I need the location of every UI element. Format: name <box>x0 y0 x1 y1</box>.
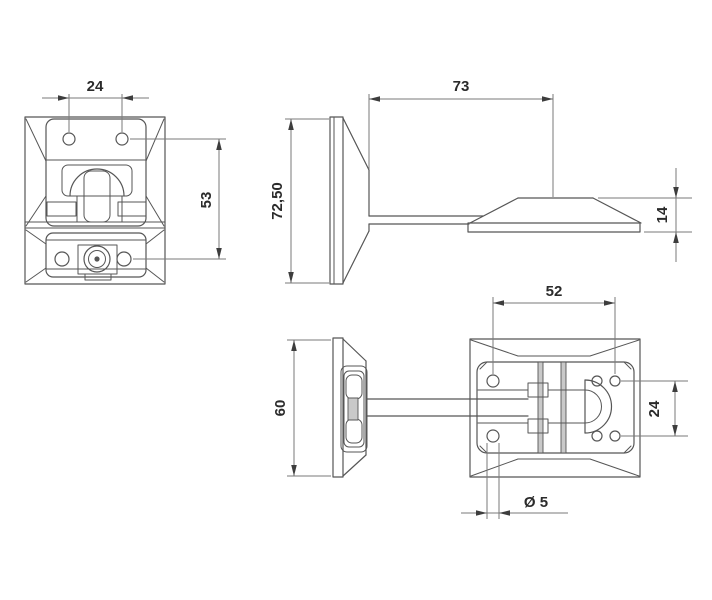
dimension-front-hole-height: 53 <box>130 138 226 260</box>
rail-left <box>537 361 544 454</box>
top-arm <box>366 398 529 417</box>
top-hole-left-lower <box>486 429 500 443</box>
dim-label-diameter-5: Ø 5 <box>524 494 548 511</box>
arrow-down <box>291 465 297 476</box>
top-keeper-body <box>469 338 641 478</box>
arrow-right <box>604 300 615 306</box>
dim-label-60: 60 <box>272 400 289 417</box>
arrow-down <box>288 272 294 283</box>
front-keeper-body <box>25 229 165 283</box>
front-plate-face <box>45 118 147 227</box>
dimension-top-hole-diameter: Ø 5 <box>461 443 568 519</box>
arrow-up <box>673 232 679 243</box>
side-backplate <box>329 116 344 285</box>
dim-label-53: 53 <box>198 192 215 209</box>
dim-label-73: 73 <box>453 78 470 95</box>
dimension-top-plate-depth: 60 <box>272 339 331 477</box>
side-arm <box>368 215 484 225</box>
front-latch-mechanism <box>46 164 147 223</box>
keeper-baseplate <box>467 222 641 233</box>
top-hole-right-lower-outer <box>609 430 621 442</box>
dimension-top-hole-spacing: 52 <box>492 283 616 374</box>
top-hole-right-upper-inner <box>591 375 603 387</box>
arrow-up <box>291 340 297 351</box>
side-view: 73 72,50 14 <box>269 78 692 285</box>
front-outer-outline <box>24 116 166 285</box>
dimension-side-keeper-height: 14 <box>598 168 692 262</box>
arrow-left <box>493 300 504 306</box>
striker-mechanism <box>477 379 613 434</box>
arrow-left <box>499 510 510 516</box>
knob-outer <box>83 245 111 273</box>
top-keeper-face <box>476 361 635 454</box>
front-chamfer-lines <box>25 118 165 227</box>
dim-label-72-50: 72,50 <box>269 182 286 220</box>
latch-bar <box>347 397 359 421</box>
front-screw-hole-right <box>115 132 129 146</box>
top-hole-right-lower-inner <box>591 430 603 442</box>
top-keeper-outline <box>469 338 641 478</box>
knob-inner <box>88 250 106 268</box>
top-backplate <box>332 337 344 478</box>
striker-inner-curve <box>584 389 602 424</box>
keeper-chamfer-lines <box>25 229 165 283</box>
rail-right <box>560 361 567 454</box>
arrow-right <box>542 96 553 102</box>
dim-label-52: 52 <box>546 283 563 300</box>
arrow-up <box>216 139 222 150</box>
striker-outer-curve <box>584 379 613 434</box>
arrow-down <box>216 248 222 259</box>
arrow-up <box>288 119 294 130</box>
top-hole-right-upper-outer <box>609 375 621 387</box>
front-mount-body <box>24 116 166 285</box>
top-view: 52 60 24 Ø 5 <box>272 283 688 519</box>
keeper-face <box>45 232 147 278</box>
knob-center <box>94 256 100 262</box>
arrow-right <box>58 95 69 101</box>
dim-label-14: 14 <box>654 206 671 223</box>
arrow-up <box>672 381 678 392</box>
top-hole-left-upper <box>486 374 500 388</box>
top-keeper-chamfers <box>470 339 640 477</box>
top-latch-mechanism <box>340 365 368 453</box>
arrow-down <box>672 425 678 436</box>
arrow-left <box>122 95 133 101</box>
dimension-top-keeper-hole-spacing: 24 <box>621 380 688 437</box>
top-mount-body <box>332 337 368 478</box>
dim-label-24-top: 24 <box>646 400 663 417</box>
side-mount-body <box>329 116 370 285</box>
side-keeper-body <box>467 197 642 233</box>
arrow-down <box>673 187 679 198</box>
dimension-front-hole-spacing: 24 <box>42 78 149 132</box>
front-view: 24 53 <box>24 78 226 285</box>
keeper-hole-right <box>116 251 132 267</box>
dimension-side-arm-length: 73 <box>368 78 554 197</box>
latch-stem <box>83 170 111 223</box>
arrow-left <box>369 96 380 102</box>
latch-dome <box>69 168 125 197</box>
corner-nicks <box>479 361 632 454</box>
keeper-hole-left <box>54 251 70 267</box>
front-screw-hole-left <box>62 132 76 146</box>
arrow-right <box>476 510 487 516</box>
dim-label-24-front: 24 <box>87 78 104 95</box>
dimension-side-plate-height: 72,50 <box>269 118 329 284</box>
